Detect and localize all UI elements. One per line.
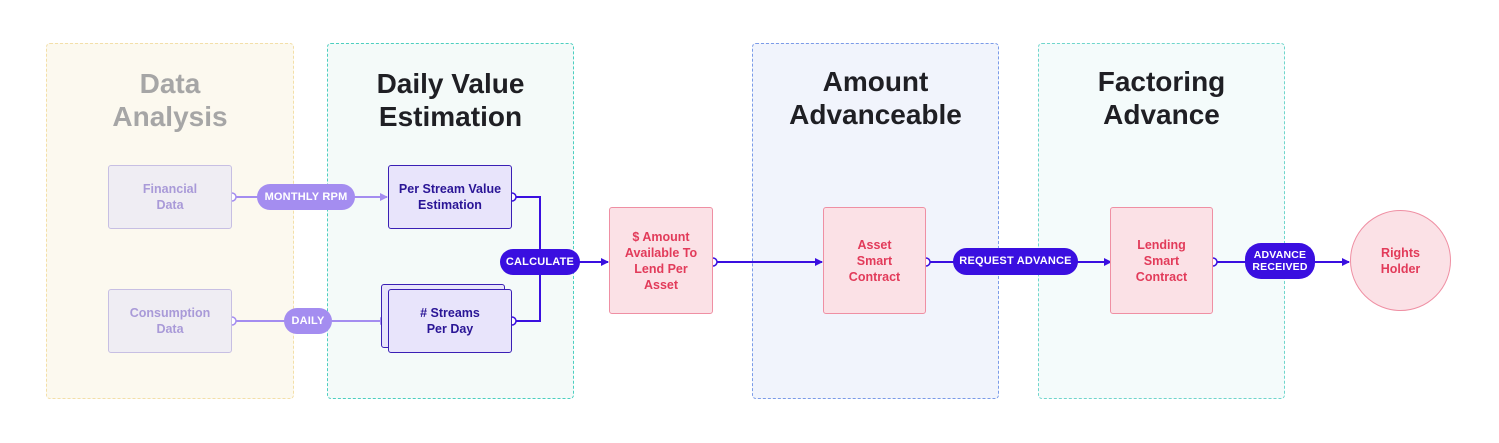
advance-received-label: ADVANCE RECEIVED — [1245, 243, 1315, 279]
factoring-advance-title: Factoring Advance — [1097, 66, 1226, 130]
per-stream-value-node: Per Stream Value Estimation — [388, 165, 512, 229]
amount-advanceable-title: Amount Advanceable — [789, 66, 962, 130]
streams-per-day-node: # Streams Per Day — [388, 289, 512, 353]
financial-data-node: Financial Data — [108, 165, 232, 229]
data-analysis-title: Data Analysis — [112, 68, 228, 132]
asset-smart-contract-node: Asset Smart Contract — [823, 207, 926, 314]
rights-holder-node: Rights Holder — [1350, 210, 1451, 311]
monthly-rpm-label: MONTHLY RPM — [257, 184, 355, 210]
daily-value-estimation-title: Daily Value Estimation — [376, 68, 525, 132]
request-advance-label: REQUEST ADVANCE — [953, 248, 1078, 275]
daily-label: DAILY — [284, 308, 332, 334]
amount-available-node: $ Amount Available To Lend Per Asset — [609, 207, 713, 314]
streams-to-calculate-connector — [515, 262, 541, 322]
calculate-label: CALCULATE — [500, 249, 580, 275]
consumption-data-node: Consumption Data — [108, 289, 232, 353]
lending-smart-contract-node: Lending Smart Contract — [1110, 207, 1213, 314]
per-stream-to-calculate-connector — [515, 196, 541, 262]
